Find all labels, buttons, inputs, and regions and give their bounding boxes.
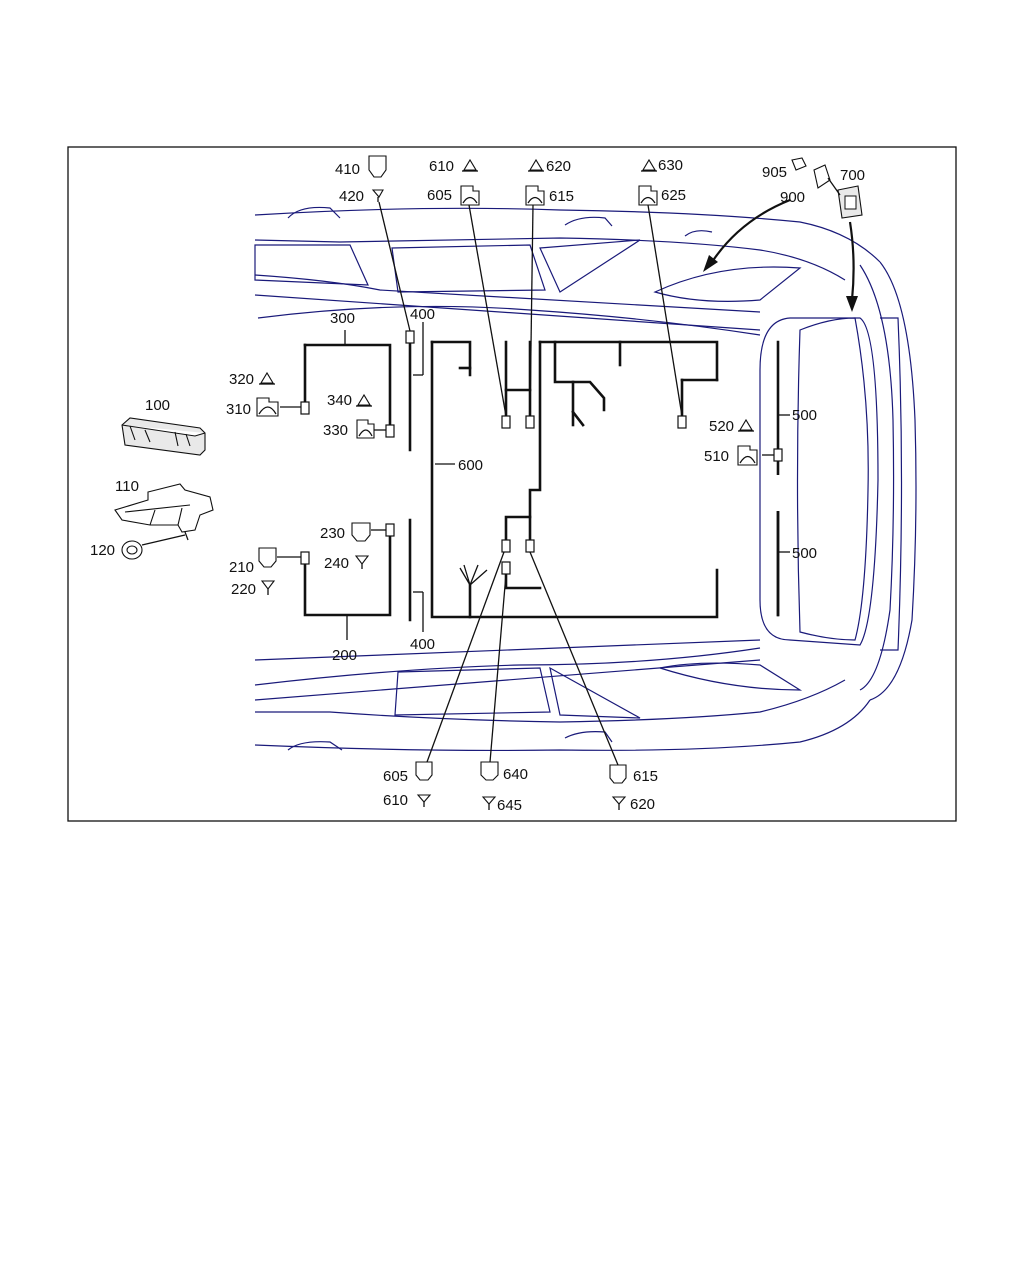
- label-220: 220: [231, 581, 256, 598]
- rear-module-700: [703, 157, 863, 312]
- label-605-bottom: 605: [383, 768, 408, 785]
- label-110: 110: [115, 478, 139, 495]
- leader-lines: [277, 201, 683, 766]
- label-905: 905: [762, 164, 787, 181]
- label-230: 230: [320, 525, 345, 542]
- diagram-frame: [67, 146, 957, 822]
- harness-300: [300, 330, 395, 438]
- label-240: 240: [324, 555, 349, 572]
- grommet-120: [121, 534, 186, 560]
- label-900: 900: [780, 189, 805, 206]
- label-610-top: 610: [429, 158, 454, 175]
- label-400-top: 400: [410, 306, 435, 323]
- control-module-100: [121, 417, 206, 456]
- label-200: 200: [332, 647, 357, 664]
- label-400-bottom: 400: [410, 636, 435, 653]
- callout-labels: 100 110 120 300 320 310 340 330 400 400 …: [90, 157, 865, 814]
- label-100: 100: [145, 397, 170, 414]
- label-630: 630: [658, 157, 683, 174]
- label-610-bottom: 610: [383, 792, 408, 809]
- label-410: 410: [335, 161, 360, 178]
- connector-icons: [256, 155, 758, 810]
- label-700: 700: [840, 167, 865, 184]
- label-640: 640: [503, 766, 528, 783]
- harness-400: [405, 322, 424, 632]
- label-340: 340: [327, 392, 352, 409]
- label-210: 210: [229, 559, 254, 576]
- harness-600: [430, 340, 719, 619]
- vehicle-outline: [254, 206, 917, 752]
- label-320: 320: [229, 371, 254, 388]
- label-625: 625: [661, 187, 686, 204]
- harness-200: [300, 523, 395, 640]
- label-420: 420: [339, 188, 364, 205]
- label-620-top: 620: [546, 158, 571, 175]
- label-500-bottom: 500: [792, 545, 817, 562]
- label-615-bottom: 615: [633, 768, 658, 785]
- label-330: 330: [323, 422, 348, 439]
- label-500-top: 500: [792, 407, 817, 424]
- label-310: 310: [226, 401, 251, 418]
- label-620-bottom: 620: [630, 796, 655, 813]
- label-520: 520: [709, 418, 734, 435]
- label-510: 510: [704, 448, 729, 465]
- label-645: 645: [497, 797, 522, 814]
- label-600: 600: [458, 457, 483, 474]
- label-300: 300: [330, 310, 355, 327]
- mounting-bracket-110: [114, 483, 214, 541]
- label-120: 120: [90, 542, 115, 559]
- label-615-top: 615: [549, 188, 574, 205]
- label-605-top: 605: [427, 187, 452, 204]
